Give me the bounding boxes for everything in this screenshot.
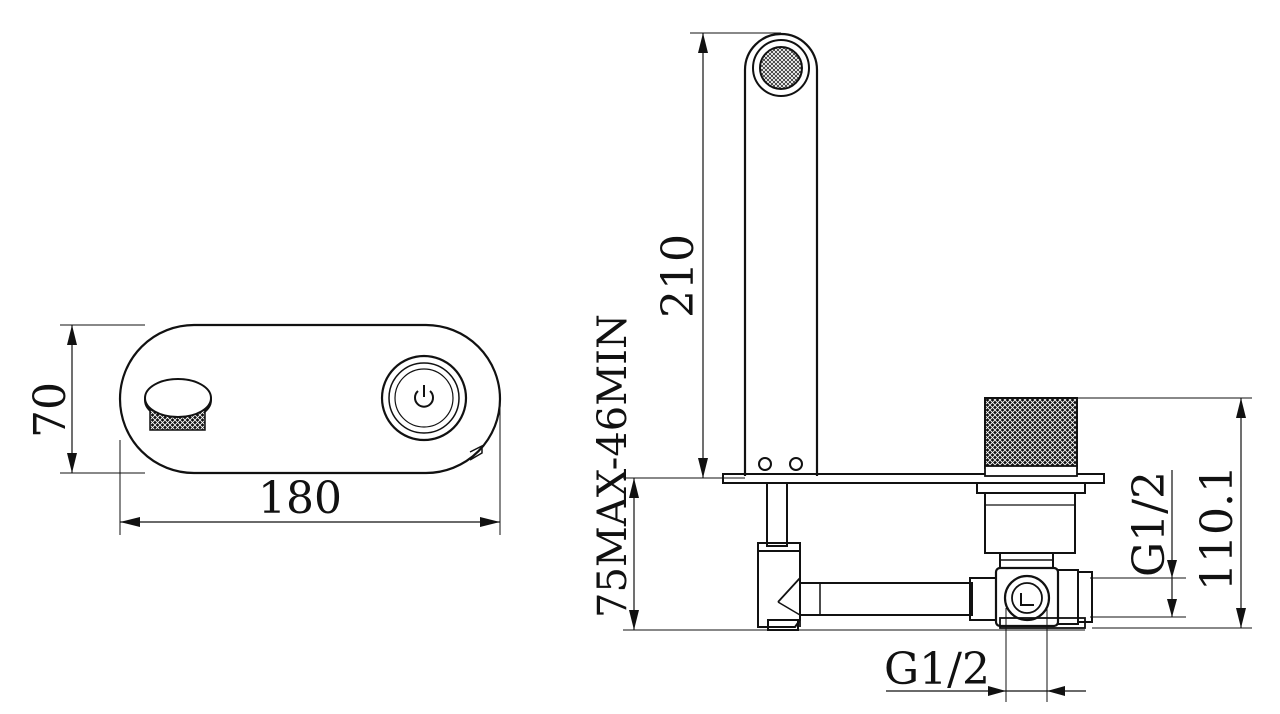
elbow-body bbox=[757, 550, 801, 628]
cartridge-sleeve bbox=[984, 492, 1076, 554]
screw-left bbox=[758, 457, 772, 471]
label-inlet-bottom: G1/2 bbox=[884, 644, 990, 695]
front-view: 70 180 bbox=[25, 323, 502, 535]
spout-feed-pipe bbox=[766, 482, 788, 547]
dim-height-70: 70 bbox=[25, 324, 145, 474]
screw-right bbox=[789, 457, 803, 471]
cartridge-flange bbox=[976, 482, 1086, 494]
label-width-180: 180 bbox=[258, 473, 342, 524]
power-button bbox=[380, 354, 468, 442]
label-spout-210: 210 bbox=[653, 234, 704, 318]
label-inlet-vertical: G1/2 bbox=[1124, 471, 1175, 577]
elbow-foot bbox=[767, 619, 799, 631]
label-body-110: 110.1 bbox=[1192, 465, 1243, 591]
dim-inlet-vertical: G1/2 bbox=[1090, 470, 1186, 618]
spout-tube bbox=[743, 32, 819, 476]
front-plate bbox=[118, 323, 502, 475]
connecting-pipe bbox=[799, 582, 973, 616]
valve-outlet-nut bbox=[1077, 571, 1093, 623]
handle-knurled bbox=[984, 397, 1078, 469]
dim-inlet-bottom: G1/2 bbox=[884, 608, 1086, 702]
dim-body-110: 110.1 bbox=[1060, 397, 1252, 629]
label-wall-depth: 75MAX-46MIN bbox=[590, 314, 636, 618]
front-plate-shadow bbox=[469, 444, 483, 461]
valve-outlet bbox=[1057, 569, 1079, 625]
label-height-70: 70 bbox=[25, 382, 76, 438]
power-icon bbox=[414, 385, 434, 408]
dim-wall-depth: 75MAX-46MIN bbox=[590, 314, 1085, 631]
aerator bbox=[752, 39, 810, 97]
valve-base bbox=[999, 617, 1086, 629]
dim-spout-210: 210 bbox=[653, 32, 781, 479]
dim-width-180: 180 bbox=[119, 400, 501, 535]
handle-band bbox=[984, 465, 1078, 477]
front-spout-outlet bbox=[144, 378, 212, 431]
valve-coupling bbox=[969, 577, 997, 621]
valve-inlet bbox=[1003, 574, 1051, 622]
side-view: 210 75MAX-46MIN 110.1 G1/2 bbox=[590, 32, 1252, 702]
